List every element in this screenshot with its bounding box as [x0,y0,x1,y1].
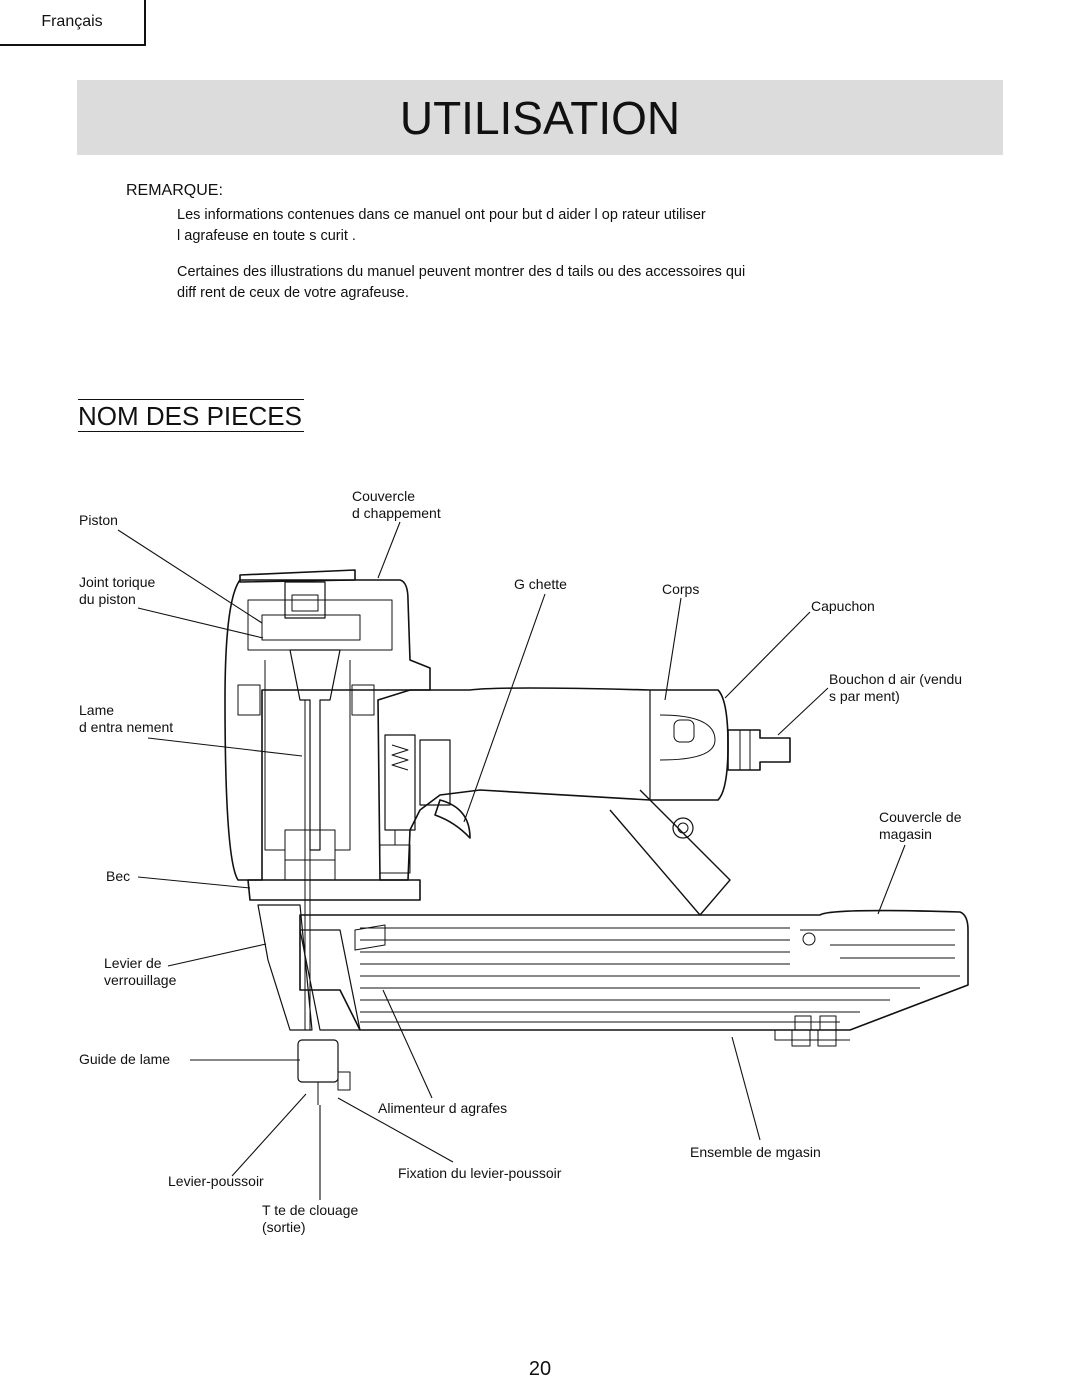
label-driver-blade: Lame d entra nement [79,702,174,735]
page-title: UTILISATION [399,91,681,144]
label-nailing-head: T te de clouage (sortie) [262,1202,359,1235]
label-air-plug: Bouchon d air (vendu s par ment) [829,671,963,704]
label-magazine-assembly: Ensemble de mgasin [690,1144,821,1160]
label-trigger: G chette [514,576,567,592]
remark-paragraph-2: Certaines des illustrations du manuel pe… [177,264,746,301]
remark-label: REMARQUE: [126,182,223,199]
page-number: 20 [528,1358,552,1380]
label-lock-lever: Levier de verrouillage [104,955,177,988]
label-piston: Piston [79,512,118,528]
magazine-shape [299,909,969,1031]
title-band: UTILISATION [77,80,1003,155]
handle-body [377,687,729,881]
top-cap [239,569,356,583]
air-plug-shape [727,729,791,771]
label-exhaust-cover: Couvercle d chappement [352,488,441,521]
piston-rod [289,649,341,851]
label-body: Corps [662,581,700,597]
label-cap: Capuchon [811,598,875,614]
label-push-lever: Levier-poussoir [168,1173,264,1189]
label-piston-oring: Joint torique du piston [79,574,156,607]
remark-paragraph-1: Les informations contenues dans ce manue… [177,207,706,244]
label-magazine-cover: Couvercle de magasin [879,809,962,842]
section-title: NOM DES PIECES [78,399,304,432]
nose-shape [247,879,421,901]
label-nose: Bec [106,868,131,884]
label-push-lever-fixing: Fixation du levier-poussoir [398,1165,562,1181]
cylinder-housing [224,579,431,881]
label-staple-feeder: Alimenteur d agrafes [378,1100,508,1116]
label-blade-guide: Guide de lame [79,1051,171,1067]
language-tab: Français [0,0,146,46]
trigger-shape [434,799,471,839]
